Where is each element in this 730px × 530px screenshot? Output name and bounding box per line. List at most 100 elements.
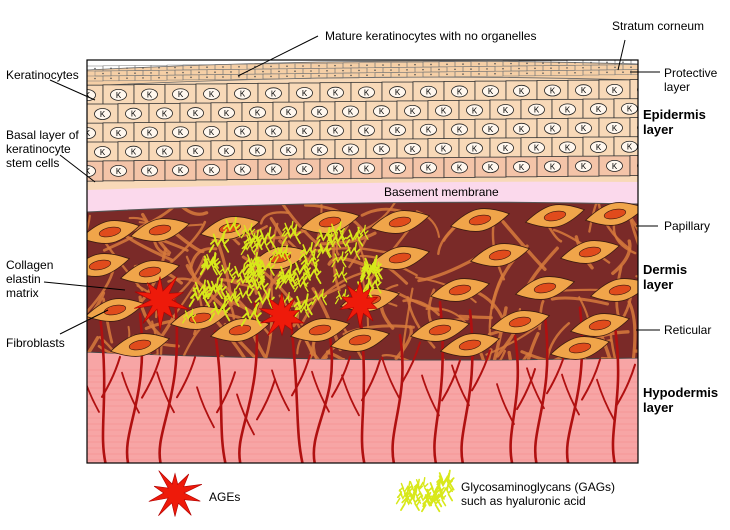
svg-text:K: K — [503, 144, 509, 153]
keratinocyte-cell: K — [334, 139, 367, 160]
svg-text:K: K — [178, 128, 184, 137]
svg-text:K: K — [333, 165, 339, 174]
svg-text:K: K — [364, 88, 370, 97]
keratinocyte-cell: K — [179, 102, 212, 124]
svg-text:K: K — [379, 107, 385, 116]
svg-text:K: K — [302, 89, 308, 98]
svg-text:K: K — [224, 147, 230, 156]
keratinocyte-cell: K — [396, 138, 429, 160]
keratinocyte-cell: K — [613, 136, 638, 158]
svg-text:K: K — [410, 145, 416, 154]
keratinocyte-cell: K — [257, 120, 290, 142]
fibroblast-cell — [299, 210, 361, 234]
svg-text:K: K — [317, 108, 323, 117]
keratinocyte-cell: K — [598, 155, 631, 177]
svg-text:K: K — [534, 106, 540, 115]
fibroblast-cell — [409, 318, 471, 342]
svg-text:K: K — [457, 125, 463, 134]
fibroblast-cell — [369, 210, 431, 234]
keratinocyte-cell: K — [334, 101, 367, 122]
blood-vessel — [288, 312, 304, 463]
fibroblast-cell — [429, 278, 491, 302]
keratinocyte-cell: K — [474, 156, 507, 178]
svg-text:K: K — [333, 127, 339, 136]
ages-cluster — [134, 276, 379, 337]
svg-text:K: K — [596, 143, 602, 152]
legend-ages-label: AGEs — [209, 490, 241, 504]
epidermis-layer-label: Epidermis layer — [643, 107, 706, 137]
keratinocyte-cell: K — [443, 119, 476, 140]
keratinocyte-cell: K — [288, 158, 321, 180]
svg-text:K: K — [209, 166, 215, 175]
keratinocyte-cell: K — [117, 141, 150, 163]
fibroblast-cell — [87, 253, 131, 277]
keratinocyte-cell: K — [164, 159, 197, 181]
keratinocyte-cell: K — [381, 157, 414, 179]
keratinocyte-cell: K — [87, 141, 119, 163]
svg-text:K: K — [565, 143, 571, 152]
blood-vessel — [158, 299, 179, 463]
fibroblast-cell — [589, 278, 638, 302]
svg-text:K: K — [550, 87, 556, 96]
keratinocyte-cell: K — [381, 81, 414, 103]
svg-text:K: K — [519, 87, 525, 96]
svg-text:K: K — [426, 126, 432, 135]
keratinocyte-cell: K — [520, 99, 553, 121]
svg-text:K: K — [503, 106, 509, 115]
keratinocyte-cell: K — [148, 102, 181, 124]
keratinocyte-cell: K — [210, 140, 243, 162]
svg-text:K: K — [193, 109, 199, 118]
svg-text:K: K — [488, 163, 494, 172]
keratinocyte-cell: K — [102, 84, 135, 106]
keratinocyte-cell: K — [226, 159, 259, 181]
age-particle — [258, 292, 305, 337]
svg-text:K: K — [240, 166, 246, 175]
keratinocyte-cell: K — [350, 119, 383, 141]
basement-membrane-label: Basement membrane — [384, 185, 499, 199]
blood-vessel — [533, 315, 549, 463]
keratinocyte-cell: K — [241, 140, 274, 161]
fibroblast-cell — [584, 202, 638, 226]
fibroblast-cell — [87, 220, 141, 244]
svg-text:K: K — [286, 108, 292, 117]
keratinocyte-cell: K — [396, 100, 429, 122]
svg-text:K: K — [162, 109, 168, 118]
fibroblast-cell — [489, 310, 551, 334]
svg-text:K: K — [581, 162, 587, 171]
keratinocyte-cell: K — [489, 137, 522, 159]
keratinocyte-cell: K — [505, 156, 538, 178]
basal-layer-label: Basal layer of keratinocyte stem cells — [6, 128, 79, 170]
svg-text:K: K — [612, 124, 618, 133]
svg-text:K: K — [271, 127, 277, 136]
keratinocyte-cell: K — [148, 140, 181, 162]
svg-text:K: K — [565, 105, 571, 114]
keratinocyte-cell: K — [164, 121, 197, 143]
fibroblast-cell — [514, 276, 576, 300]
blood-vessel — [509, 334, 520, 463]
blood-vessel — [611, 325, 620, 463]
svg-text:K: K — [472, 106, 478, 115]
svg-text:K: K — [147, 129, 153, 138]
svg-text:K: K — [379, 145, 385, 154]
fibroblast-cell — [549, 336, 611, 360]
keratinocyte-cell: K — [629, 79, 638, 100]
keratinocyte-cell: K — [195, 159, 228, 181]
svg-text:K: K — [240, 90, 246, 99]
svg-text:K: K — [116, 91, 122, 100]
blood-vessel — [312, 336, 334, 463]
mature-keratinocytes-label: Mature keratinocytes with no organelles — [325, 29, 537, 43]
keratinocyte-cell: K — [536, 156, 569, 177]
svg-text:K: K — [364, 126, 370, 135]
legend-ages-icon — [148, 470, 203, 517]
svg-text:K: K — [131, 148, 137, 157]
keratinocyte-cell: K — [412, 119, 445, 141]
fibroblast-cell — [129, 218, 191, 242]
keratinocyte-cell: K — [102, 122, 135, 144]
keratinocyte-cell: K — [133, 84, 166, 105]
keratinocyte-cell: K — [489, 99, 522, 121]
svg-text:K: K — [193, 147, 199, 156]
blood-vessels — [87, 299, 636, 463]
svg-text:K: K — [178, 166, 184, 175]
keratinocyte-cell: K — [350, 157, 383, 179]
